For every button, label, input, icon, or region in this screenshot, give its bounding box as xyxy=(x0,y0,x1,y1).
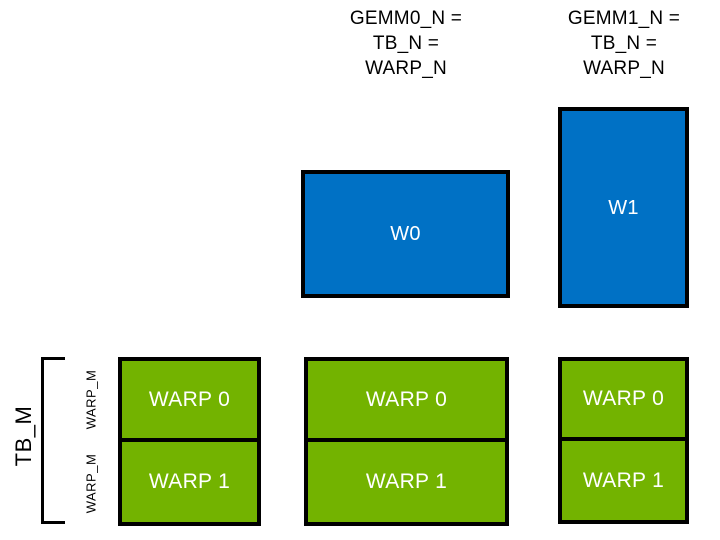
warp-cell-label: WARP 0 xyxy=(582,387,665,411)
operand-tile-w1: W1 xyxy=(558,107,689,308)
tb-m-dimension-label: TB_M xyxy=(11,405,36,467)
warp-stack-0: WARP 0 WARP 1 xyxy=(118,357,261,526)
warp-cell-label: WARP 1 xyxy=(365,470,448,494)
warp-cell: WARP 0 xyxy=(122,361,257,442)
warp-m-dimension-label-bottom: WARP_M xyxy=(83,453,99,514)
warp-cell-label: WARP 1 xyxy=(582,468,665,492)
tb-m-bracket xyxy=(41,357,65,524)
warp-cell-label: WARP 0 xyxy=(148,387,231,411)
warp-stack-1: WARP 0 WARP 1 xyxy=(304,357,509,526)
warp-cell-label: WARP 0 xyxy=(365,387,448,411)
operand-tile-w0: W0 xyxy=(301,170,510,298)
warp-cell: WARP 0 xyxy=(308,361,505,442)
warp-cell-label: WARP 1 xyxy=(148,470,231,494)
column-header-gemm1: GEMM1_N = TB_N = WARP_N xyxy=(567,8,681,79)
warp-cell: WARP 0 xyxy=(562,361,685,441)
warp-m-dimension-label-top: WARP_M xyxy=(83,369,99,430)
column-header-gemm0: GEMM0_N = TB_N = WARP_N xyxy=(349,8,463,79)
warp-cell: WARP 1 xyxy=(122,441,257,522)
operand-tile-w0-label: W0 xyxy=(390,223,421,245)
warp-cell: WARP 1 xyxy=(308,441,505,522)
warp-stack-2: WARP 0 WARP 1 xyxy=(558,357,689,524)
warp-cell: WARP 1 xyxy=(562,440,685,520)
operand-tile-w1-label: W1 xyxy=(608,196,639,219)
